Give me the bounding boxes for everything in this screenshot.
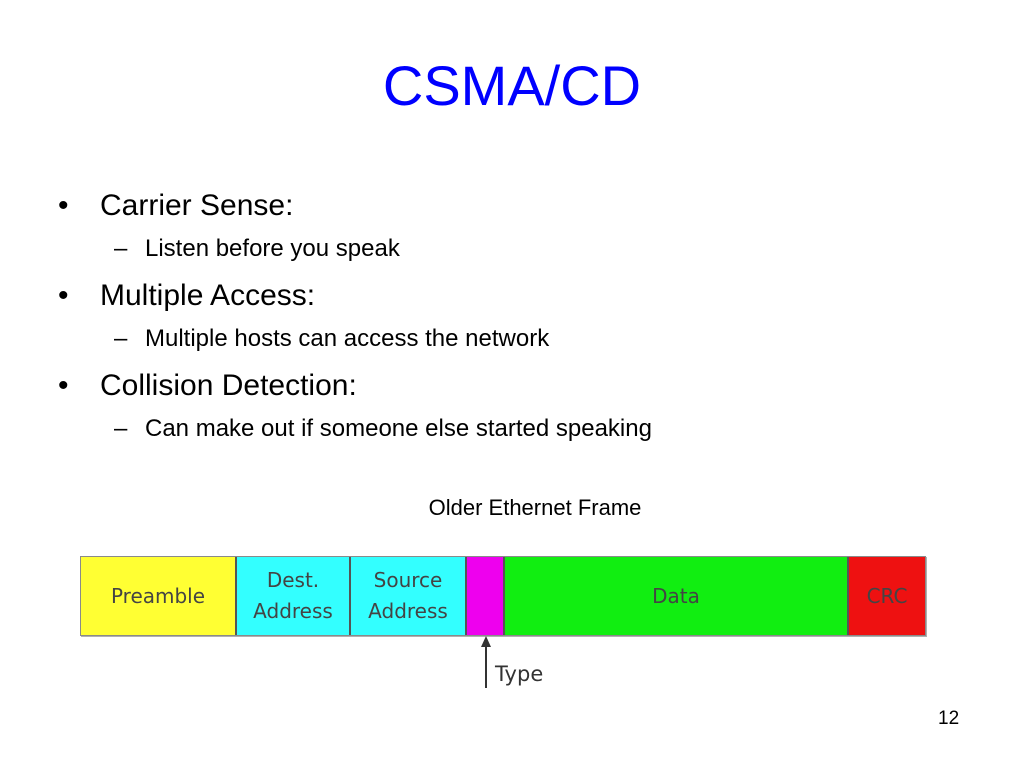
segment-label: Dest. Address [253,568,333,623]
sub-bullet-glyph: – [114,325,128,352]
segment-label: Source Address [368,568,448,623]
bullet-text: Collision Detection: [100,369,357,402]
frame-segment-source-address: Source Address [351,557,467,635]
ethernet-frame-diagram: Preamble Dest. Address Source Address Da… [80,556,926,636]
bullet-item: • Multiple Access: – Multiple hosts can … [58,276,978,366]
frame-caption: Older Ethernet Frame [428,495,642,520]
frame-segment-type [467,557,505,635]
frame-segment-crc: CRC [849,557,925,635]
segment-label: Preamble [110,583,206,608]
frame-segment-data: Data [505,557,849,635]
bullet-item: • Collision Detection: – Can make out if… [58,366,978,456]
frame-segment-dest-address: Dest. Address [237,557,351,635]
slide-title: CSMA/CD [382,54,642,117]
sub-bullet-text: Listen before you speak [145,235,400,262]
bullet-glyph: • [58,369,69,402]
sub-bullet-glyph: – [114,235,128,262]
sub-bullet-text: Can make out if someone else started spe… [145,415,652,442]
frame-segment-preamble: Preamble [81,557,237,635]
bullet-text: Multiple Access: [100,279,316,312]
type-pointer-arrow-icon [481,636,491,688]
bullet-text: Carrier Sense: [100,189,294,222]
page-number: 12 [938,708,960,729]
sub-bullet-glyph: – [114,415,128,442]
sub-bullet-text: Multiple hosts can access the network [145,325,550,352]
bullet-list: • Carrier Sense: – Listen before you spe… [58,186,978,456]
segment-label: CRC [866,583,908,608]
type-pointer-label: Type [495,662,544,686]
bullet-item: • Carrier Sense: – Listen before you spe… [58,186,978,276]
bullet-glyph: • [58,189,69,222]
segment-label: Data [652,583,700,608]
bullet-glyph: • [58,279,69,312]
